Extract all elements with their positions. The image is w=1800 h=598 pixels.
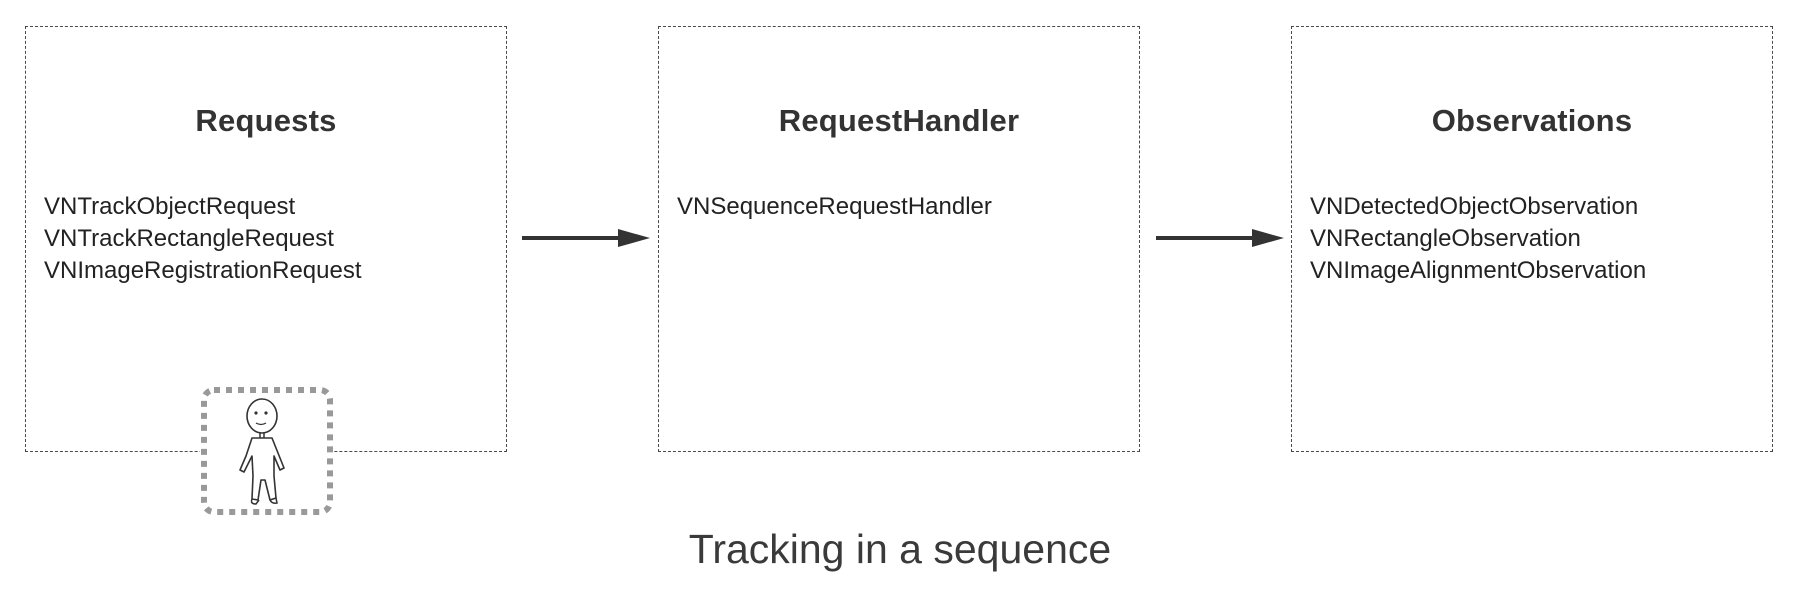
right-arrow-icon [522,229,650,247]
person-figure-icon [201,387,333,515]
request-handler-box: RequestHandler VNSequenceRequestHandler [658,26,1140,452]
observations-list: VNDetectedObjectObservation VNRectangleO… [1310,191,1762,287]
requests-title: Requests [195,103,337,138]
request-item: VNTrackRectangleRequest [44,225,334,252]
observation-item: VNImageAlignmentObservation [1310,257,1647,284]
requests-list: VNTrackObjectRequest VNTrackRectangleReq… [44,191,496,287]
request-item: VNImageRegistrationRequest [44,257,362,284]
right-arrow-icon [1156,229,1284,247]
handler-item: VNSequenceRequestHandler [677,193,992,220]
request-handler-list: VNSequenceRequestHandler [677,191,1129,223]
diagram-caption: Tracking in a sequence [688,526,1112,572]
observation-item: VNRectangleObservation [1310,225,1581,252]
request-item: VNTrackObjectRequest [44,193,296,220]
request-handler-title: RequestHandler [778,103,1020,138]
tracked-figure-frame [200,386,334,516]
observation-item: VNDetectedObjectObservation [1310,193,1639,220]
requests-box: Requests VNTrackObjectRequest VNTrackRec… [25,26,507,452]
observations-box: Observations VNDetectedObjectObservation… [1291,26,1773,452]
observations-title: Observations [1431,103,1633,138]
